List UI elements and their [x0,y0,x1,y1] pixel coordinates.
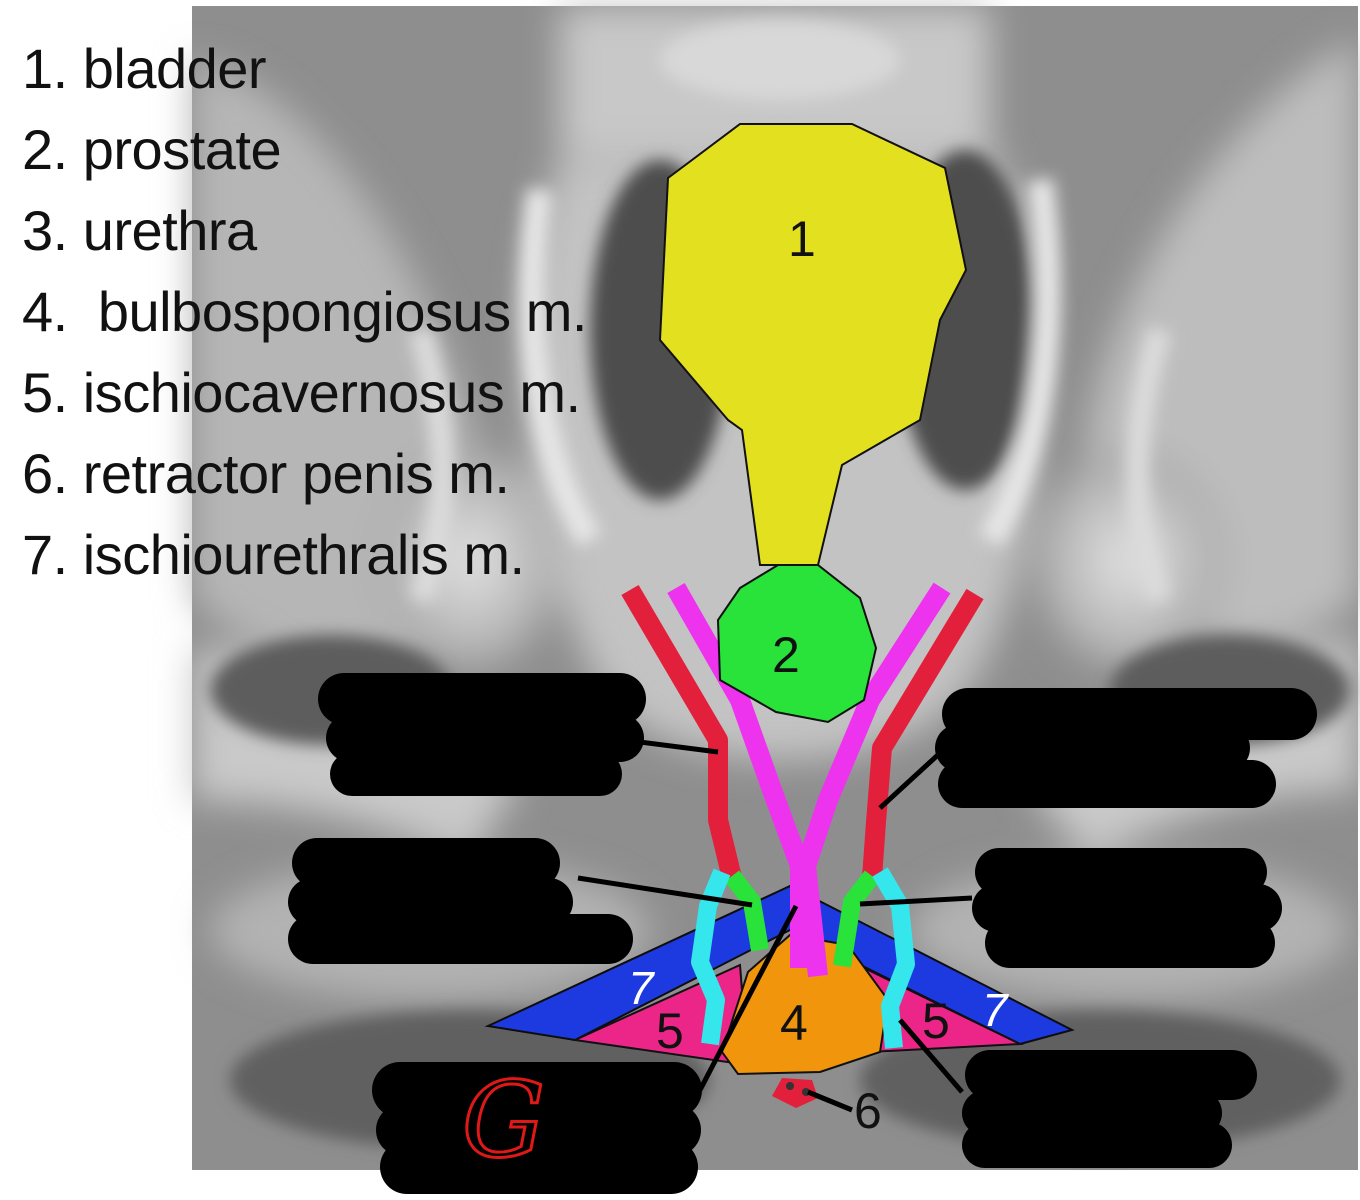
handwritten-mark: G [462,1059,545,1181]
legend-name: retractor penis m. [82,442,510,505]
redaction-middle-left [288,838,633,964]
legend-item: 1. bladder [22,28,587,109]
bladder [658,123,968,566]
legend-item: 5. ischiocavernosus m. [22,352,587,433]
red-strand-left [621,584,742,881]
legend-number: 3. [22,199,68,262]
legend-name: ischiourethralis m. [82,523,525,586]
legend-name: urethra [82,199,257,262]
redaction-bottom-left [372,1062,702,1194]
legend-number: 2. [22,118,68,181]
cyan-strand-left [691,868,731,1046]
urethra-right-branch [796,582,951,978]
marker-bladder: 1 [788,211,816,267]
marker-ischiocavernosus-left: 5 [656,1003,684,1059]
redaction-middle-right [972,848,1282,968]
marker-ischiourethralis-right: 7 [982,984,1009,1036]
redaction-top-left [318,673,646,796]
cyan-strand-right [872,867,915,1049]
marker-bulbospongiosus: 4 [780,995,808,1051]
legend-number: 4. [22,280,83,343]
redaction-top-right [935,688,1317,808]
marker-retractor-penis: 6 [854,1083,882,1139]
anatomy-overlay [484,123,1075,1113]
redacted-labels [288,673,1317,1194]
red-strand-right [862,588,984,879]
legend-name: ischiocavernosus m. [82,361,581,424]
marker-ischiocavernosus-right: 5 [922,993,950,1049]
legend-name: bladder [82,37,267,100]
legend-name: prostate [82,118,282,181]
legend-name: bulbospongiosus m. [97,280,588,343]
prostate [716,564,878,724]
marker-prostate: 2 [772,627,800,683]
redaction-bottom-right [962,1050,1257,1168]
legend-number: 1. [22,37,68,100]
legend-number: 5. [22,361,68,424]
legend-item: 3. urethra [22,190,587,271]
legend-number: 7. [22,523,68,586]
legend-item: 7. ischiourethralis m. [22,514,587,595]
retractor-penis-muscle [772,1078,818,1108]
legend-item: 4. bulbospongiosus m. [22,271,587,352]
marker-ischiourethralis-left: 7 [628,962,655,1014]
structure-legend: 1. bladder 2. prostate 3. urethra 4. bul… [22,28,587,595]
legend-item: 6. retractor penis m. [22,433,587,514]
legend-number: 6. [22,442,68,505]
legend-item: 2. prostate [22,109,587,190]
